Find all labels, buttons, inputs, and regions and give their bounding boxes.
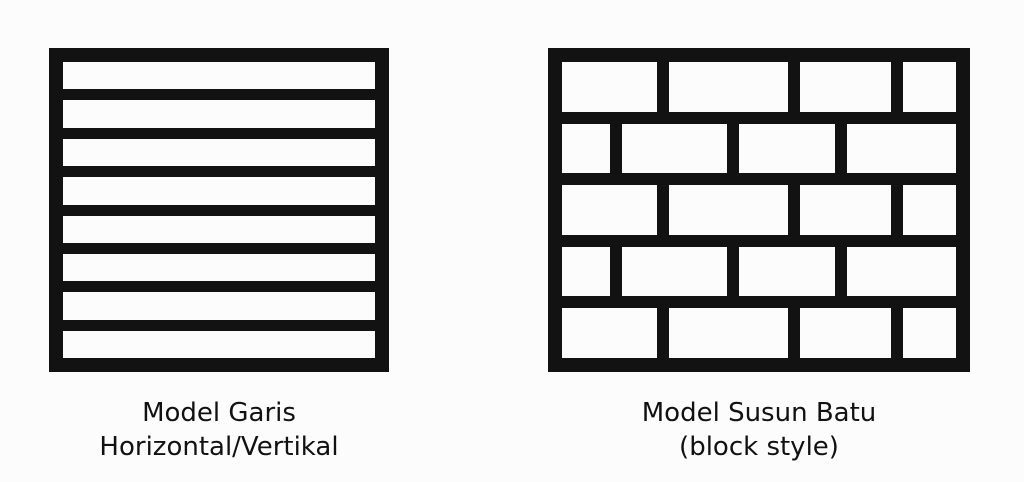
block-brick-pattern [548, 48, 970, 372]
brick [847, 123, 956, 174]
stripe [63, 330, 375, 358]
stripe [63, 62, 375, 90]
brick [847, 246, 956, 297]
brick [562, 185, 658, 235]
brick [738, 246, 836, 297]
brick [622, 246, 727, 297]
brick [562, 246, 611, 297]
brick [903, 62, 956, 112]
right-caption-line1: Model Susun Batu [641, 398, 877, 428]
left-model-caption: Model Garis Horizontal/Vertikal [19, 396, 419, 464]
stripe [63, 292, 375, 320]
brick [669, 185, 788, 235]
brick [622, 123, 727, 174]
stripe [63, 138, 375, 167]
left-caption-line2: Horizontal/Vertikal [99, 432, 339, 462]
brick [903, 308, 956, 358]
stripe [63, 100, 375, 128]
brick [903, 185, 956, 235]
horizontal-stripe-pattern [49, 48, 389, 372]
stripe [63, 177, 375, 205]
brick [562, 308, 658, 358]
brick [800, 308, 892, 358]
right-model-caption: Model Susun Batu (block style) [559, 396, 959, 464]
stripe [63, 253, 375, 282]
brick [669, 62, 788, 112]
brick [562, 62, 658, 112]
brick [738, 123, 836, 174]
brick [800, 185, 892, 235]
brick [669, 308, 788, 358]
brick [562, 123, 611, 174]
left-caption-line1: Model Garis [142, 398, 296, 428]
brick [800, 62, 892, 112]
right-caption-line2: (block style) [679, 432, 839, 462]
stripe [63, 215, 375, 243]
